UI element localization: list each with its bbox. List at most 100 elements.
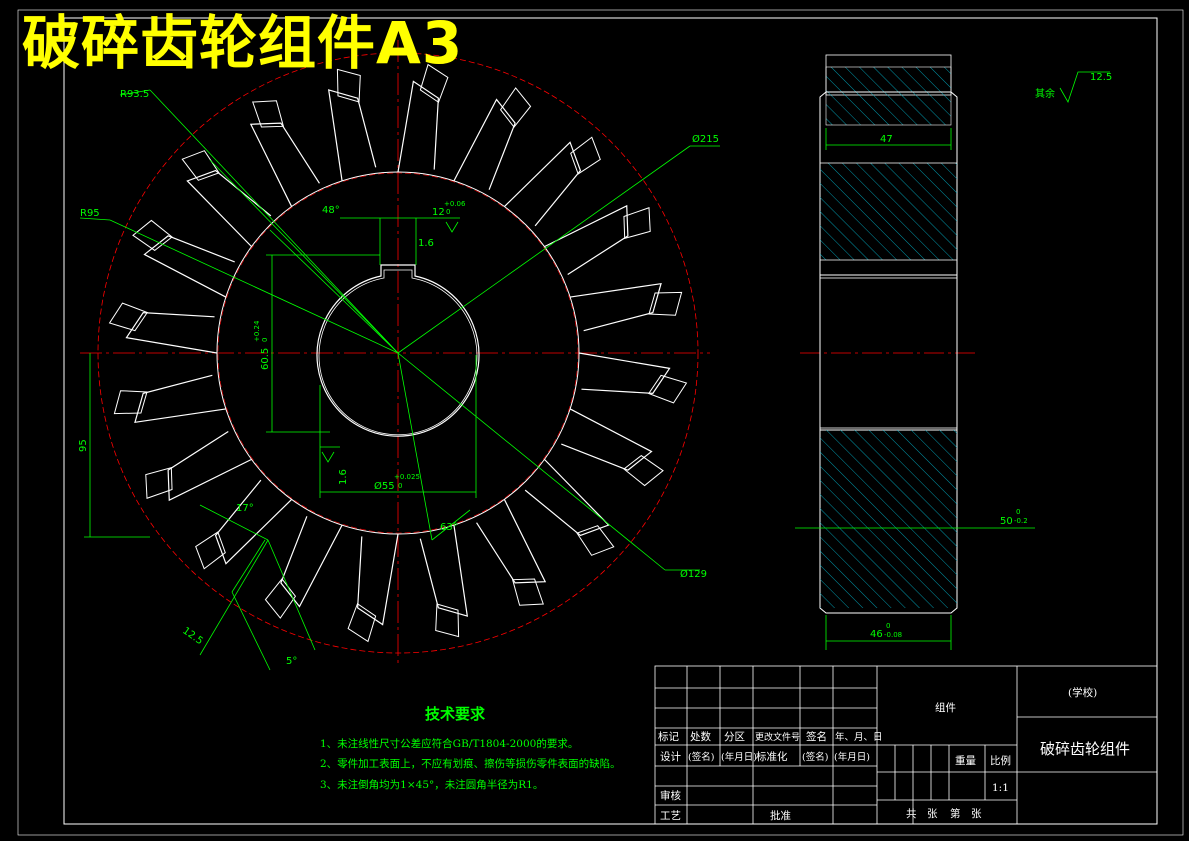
gear-tooth <box>125 312 218 354</box>
tooth-insert <box>576 525 615 556</box>
tb-standard-sign: (签名) <box>802 751 828 763</box>
tb-design-sign: (签名) <box>688 751 714 763</box>
tooth-insert <box>511 578 544 606</box>
dim-d55-tol-dn: 0 <box>398 482 402 490</box>
tb-standard: 标准化 <box>756 750 788 763</box>
tb-h-mark: 标记 <box>658 731 679 743</box>
tb-sheet-no: 第 张 <box>950 807 982 820</box>
tb-h-date: 年、月、日 <box>835 731 883 743</box>
gear-tooth <box>453 98 516 190</box>
tb-assembly: 组件 <box>935 701 956 714</box>
tooth-insert <box>623 207 651 240</box>
bore-inner <box>318 269 478 436</box>
dim-rough-left: 1.6 <box>338 469 349 485</box>
tb-drawing-name: 破碎齿轮组件 <box>1040 740 1130 758</box>
tooth-insert <box>113 390 148 415</box>
dim-angle17: 17° <box>236 503 254 514</box>
tb-scale-value: 1:1 <box>992 782 1009 794</box>
tooth-insert <box>195 531 226 570</box>
gear-tooth <box>249 122 320 207</box>
side-upper-hatch <box>820 163 957 260</box>
tooth-insert <box>264 578 297 619</box>
roughness-symbol-top <box>445 221 459 233</box>
outer-border <box>17 9 1184 836</box>
dim-h60-5: 60.5 <box>260 348 271 370</box>
tooth-insert <box>647 374 688 404</box>
gear-tooth <box>280 516 343 608</box>
gear-tooth <box>143 235 235 298</box>
tooth-insert <box>570 136 601 175</box>
tooth-insert <box>181 150 220 181</box>
dim-r93-5: R93.5 <box>120 89 149 100</box>
tb-sheets-total: 共 张 <box>906 808 938 820</box>
dimension-lines <box>79 89 720 671</box>
gear-teeth <box>108 63 688 643</box>
title-block-text: 标记 处数 分区 更改文件号 签名 年、月、日 设计 (签名) (年月日) 标准… <box>658 686 1130 822</box>
tb-standard-date: (年月日) <box>834 751 870 763</box>
gear-tooth <box>476 499 547 584</box>
tech-note-3: 3、未注倒角均为1×45°，未注圆角半径为R1。 <box>320 779 544 791</box>
dim-width46-tol-dn: -0.08 <box>884 631 902 639</box>
dim-rough-top: 1.6 <box>418 238 434 249</box>
tech-note-1: 1、未注线性尺寸公差应符合GB/T1804-2000的要求。 <box>320 738 579 750</box>
tooth-insert <box>623 454 664 487</box>
dim-r95: R95 <box>80 208 100 219</box>
tooth-insert <box>347 602 377 643</box>
tooth-insert <box>419 63 449 104</box>
dim-width46: 46 <box>870 629 883 640</box>
gear-tooth <box>327 89 377 181</box>
gear-tooth <box>186 169 272 248</box>
title-block <box>654 665 1158 825</box>
tb-approve: 批准 <box>770 809 791 822</box>
tech-requirements-title: 技术要求 <box>425 705 486 723</box>
dim-d215: Ø215 <box>692 133 719 145</box>
tooth-insert <box>336 68 361 103</box>
gear-tooth <box>578 352 671 394</box>
gear-tooth <box>134 374 226 424</box>
tb-h-sign: 签名 <box>806 730 827 743</box>
gear-tooth <box>214 479 293 565</box>
gear-tooth <box>561 408 653 471</box>
side-lower-hatch <box>820 430 957 608</box>
tooth-insert <box>499 87 532 128</box>
gear-tooth <box>397 80 439 173</box>
inner-frame <box>63 17 1158 825</box>
tooth-insert <box>435 603 460 638</box>
dim-width47: 47 <box>880 134 893 145</box>
gear-tooth <box>167 431 252 502</box>
dim-width50: 50 <box>1000 516 1013 527</box>
dim-width50-tol-dn: -0.2 <box>1014 517 1028 525</box>
gear-tooth <box>357 533 399 626</box>
tech-note-2: 2、零件加工表面上，不应有划痕、擦伤等损伤零件表面的缺陷。 <box>320 758 621 770</box>
side-top-hatch <box>825 66 952 126</box>
tb-design-date: (年月日) <box>721 751 757 763</box>
tooth-insert <box>145 466 173 499</box>
dim-h95: 95 <box>78 439 89 452</box>
dim-width50-tol-up: 0 <box>1016 508 1020 516</box>
sheet-title: 破碎齿轮组件A3 <box>22 9 464 77</box>
side-view: 47 50 0 -0.2 46 0 -0.08 其余 12.5 <box>795 54 1112 650</box>
outer-dashed-circle <box>97 52 699 654</box>
tb-school: (学校) <box>1068 686 1097 699</box>
tb-h-count: 处数 <box>690 730 711 743</box>
bore-keyway <box>316 264 480 437</box>
gear-tooth <box>524 458 610 537</box>
others-value: 12.5 <box>1090 72 1112 83</box>
dim-d55-tol-up: +0.025 <box>394 473 420 481</box>
tb-scale-label: 比例 <box>990 754 1011 767</box>
dim-keyway12-tol-dn: 0 <box>446 208 450 216</box>
gear-tooth <box>419 525 469 617</box>
tb-h-docno: 更改文件号 <box>755 731 800 743</box>
front-view: R93.5 R95 Ø215 48° 12 +0.06 0 1.6 60.5 +… <box>78 40 720 671</box>
gear-tooth <box>570 282 662 332</box>
dim-angle5: 5° <box>286 656 297 667</box>
gear-tooth <box>503 141 582 227</box>
others-label: 其余 <box>1035 87 1055 100</box>
dim-h60-5-tol-up: +0.24 <box>253 320 261 342</box>
dim-d55: Ø55 <box>374 480 395 492</box>
dim-d129: Ø129 <box>680 568 707 580</box>
tb-weight: 重量 <box>955 754 976 767</box>
dim-width46-tol-up: 0 <box>886 622 890 630</box>
tooth-insert <box>108 302 149 332</box>
dim-angle48: 48° <box>322 205 340 216</box>
